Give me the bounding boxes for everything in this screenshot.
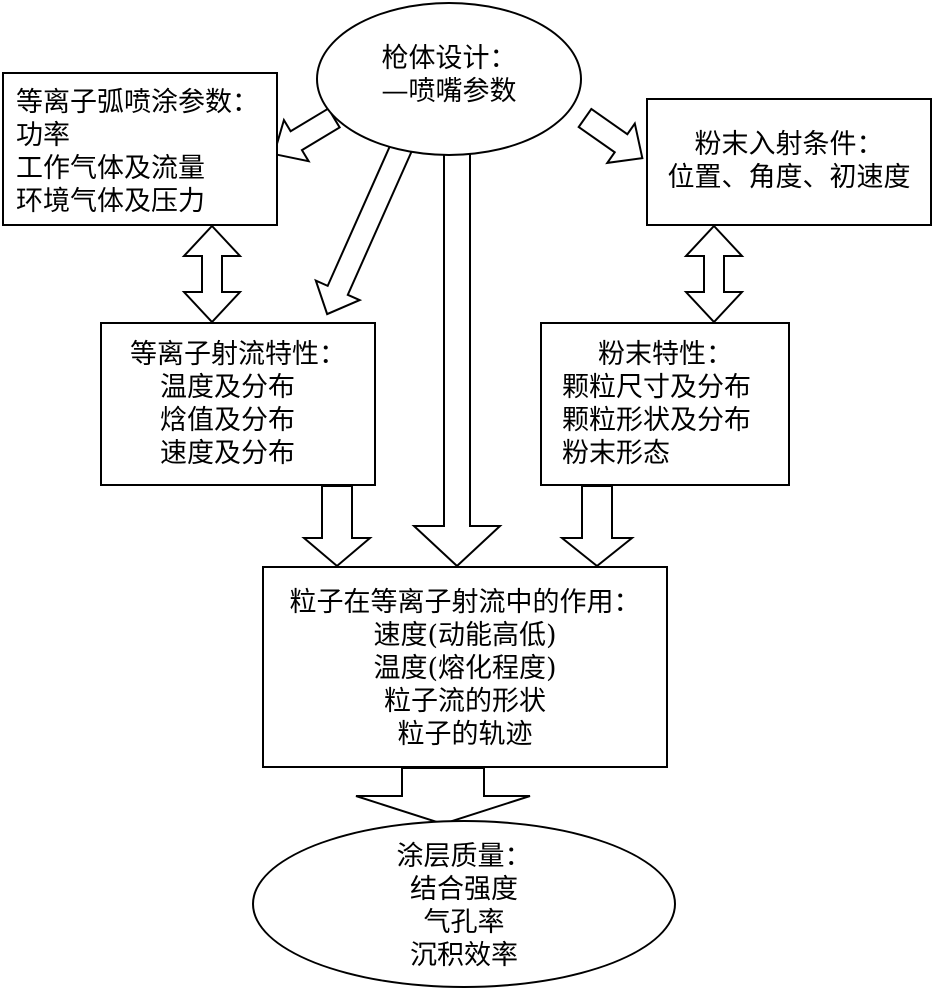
arrow-particle-interaction-to-coating (355, 767, 531, 826)
arrow-gun-to-powder-injection (577, 107, 644, 165)
jet-properties-line-1: 温度及分布 (160, 372, 295, 403)
spray-params-line-2: 工作气体及流量 (16, 153, 205, 184)
arrow-powder-injection-powder-properties (683, 224, 745, 324)
powder-injection-node: 粉末入射条件： 位置、角度、初速度 (646, 98, 932, 226)
coating-quality-line-2: 气孔率 (423, 907, 505, 938)
powder-properties-node: 粉末特性： 颗粒尺寸及分布 颗粒形状及分布 粉末形态 (540, 322, 790, 486)
powder-injection-line-1: 位置、角度、初速度 (667, 162, 911, 193)
gun-design-title: 枪体设计： (381, 43, 517, 74)
particle-interaction-line-4: 粒子的轨迹 (397, 719, 533, 750)
gun-design-line-1: —喷嘴参数 (381, 76, 517, 107)
particle-interaction-line-2: 温度(熔化程度) (373, 653, 557, 684)
particle-interaction-line-1: 速度(动能高低) (373, 620, 557, 651)
arrow-gun-to-spray-params (272, 107, 342, 163)
powder-properties-line-3: 粉末形态 (562, 438, 670, 469)
powder-properties-line-1: 颗粒尺寸及分布 (562, 372, 751, 403)
coating-quality-node: 涂层质量： 结合强度 气孔率 沉积效率 (252, 820, 676, 988)
powder-properties-title: 粉末特性： (598, 339, 733, 370)
arrow-jet-to-particle-interaction (301, 485, 373, 568)
jet-properties-line-2: 焓值及分布 (160, 405, 295, 436)
gun-design-node: 枪体设计： —喷嘴参数 (316, 2, 582, 156)
spray-params-line-1: 功率 (16, 120, 70, 151)
arrow-powder-properties-to-particle-interaction (559, 485, 635, 568)
arrow-gun-to-particle-interaction (411, 149, 503, 568)
spray-params-node: 等离子弧喷涂参数： 功率 工作气体及流量 环境气体及压力 (2, 72, 278, 226)
powder-properties-line-2: 颗粒形状及分布 (562, 405, 751, 436)
jet-properties-line-3: 速度及分布 (160, 438, 295, 469)
powder-injection-title: 粉末入射条件： (694, 129, 884, 160)
jet-properties-title: 等离子射流特性： (130, 339, 346, 370)
coating-quality-line-3: 沉积效率 (410, 940, 518, 971)
particle-interaction-node: 粒子在等离子射流中的作用： 速度(动能高低) 温度(熔化程度) 粒子流的形状 粒… (262, 566, 668, 768)
particle-interaction-title: 粒子在等离子射流中的作用： (289, 587, 641, 618)
arrow-gun-to-jet-properties (314, 140, 414, 316)
arrow-spray-params-jet-properties (181, 224, 243, 324)
particle-interaction-line-3: 粒子流的形状 (384, 686, 546, 717)
coating-quality-line-1: 结合强度 (410, 874, 518, 905)
spray-params-title: 等离子弧喷涂参数： (16, 87, 259, 118)
coating-quality-title: 涂层质量： (396, 841, 532, 872)
spray-params-line-3: 环境气体及压力 (16, 186, 205, 217)
jet-properties-node: 等离子射流特性： 温度及分布 焓值及分布 速度及分布 (100, 322, 376, 486)
